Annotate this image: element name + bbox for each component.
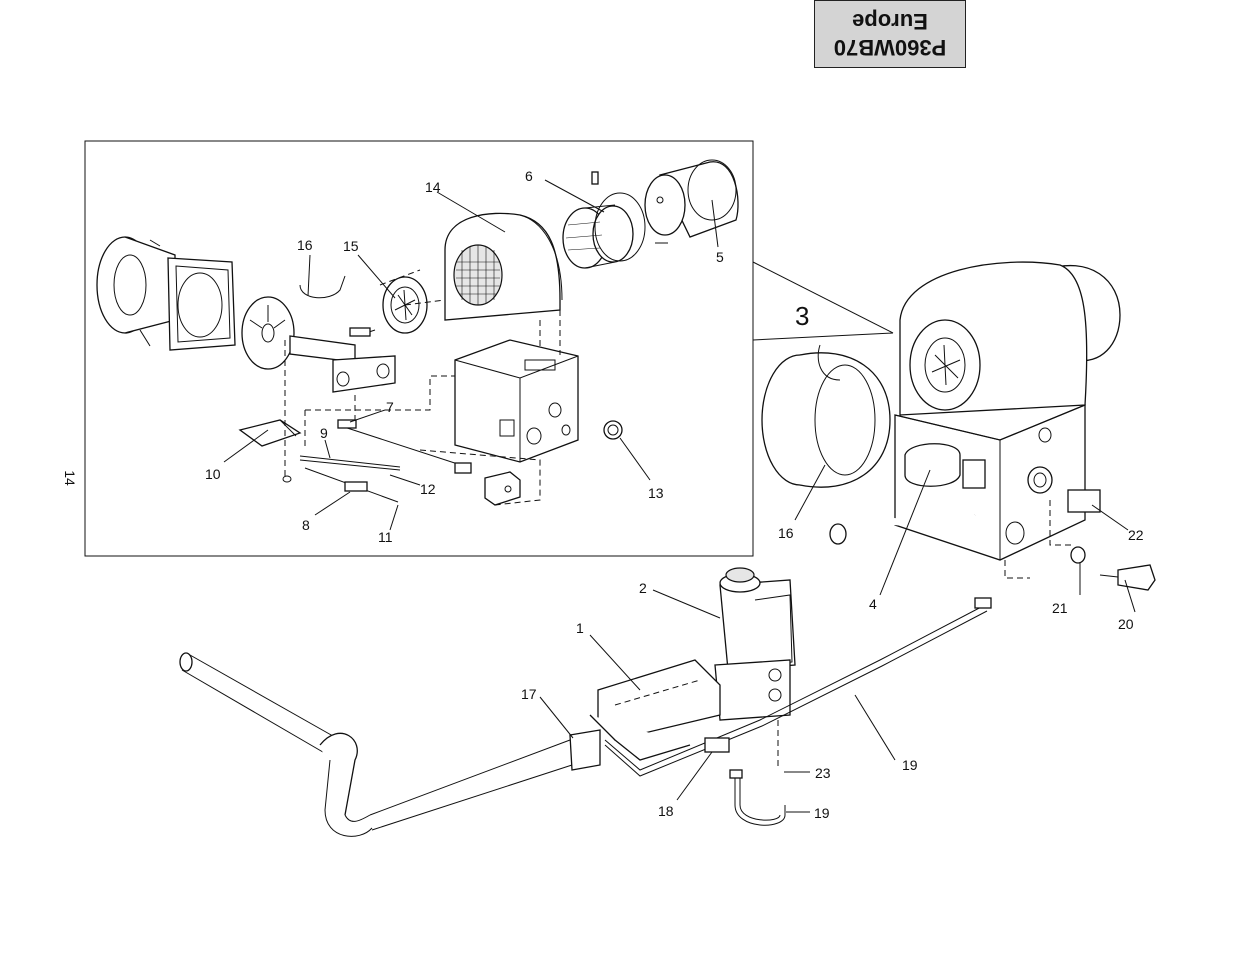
callout-21: 21	[1052, 600, 1068, 616]
callout-19-b: 19	[814, 805, 830, 821]
fan-housing	[444, 212, 563, 321]
callout-8: 8	[302, 517, 310, 533]
callout-14: 14	[425, 179, 441, 195]
callout-10: 10	[205, 466, 221, 482]
view-label: 3	[795, 301, 809, 331]
return-line	[604, 597, 992, 826]
suction-pipe	[179, 652, 573, 837]
callout-4: 4	[869, 596, 877, 612]
callout-5: 5	[716, 249, 724, 265]
callout-20: 20	[1118, 616, 1134, 632]
callout-13: 13	[648, 485, 664, 501]
projection-line-top	[752, 261, 894, 334]
air-tube-flange	[96, 236, 236, 351]
callout-15: 15	[343, 238, 359, 254]
callout-9: 9	[320, 425, 328, 441]
callout-2: 2	[639, 580, 647, 596]
callout-16-inset: 16	[297, 237, 313, 253]
burner-housing-box	[454, 339, 623, 463]
callout-18: 18	[658, 803, 674, 819]
air-shutter-disc	[349, 276, 428, 337]
callout-23: 23	[815, 765, 831, 781]
ignition-cable-inset	[299, 275, 346, 299]
callout-17: 17	[521, 686, 537, 702]
oil-pump-assembly	[569, 567, 796, 771]
exploded-view-frame	[84, 140, 754, 557]
assembled-burner	[761, 261, 1156, 591]
callout-11: 11	[378, 529, 393, 545]
guide-line-4	[1004, 560, 1030, 579]
flame-head-assembly	[241, 296, 396, 393]
callout-16: 16	[778, 525, 794, 541]
projection-line-bottom	[752, 332, 894, 341]
callout-19: 19	[902, 757, 918, 773]
callout-22: 22	[1128, 527, 1144, 543]
burner-motor	[644, 159, 739, 244]
callout-7: 7	[386, 399, 394, 415]
fan-wheel	[562, 171, 646, 269]
callout-1: 1	[576, 620, 584, 636]
guide-line-22	[1049, 500, 1075, 546]
leader-lines	[223, 179, 1136, 813]
callout-12: 12	[420, 481, 436, 497]
callout-6: 6	[525, 168, 533, 184]
